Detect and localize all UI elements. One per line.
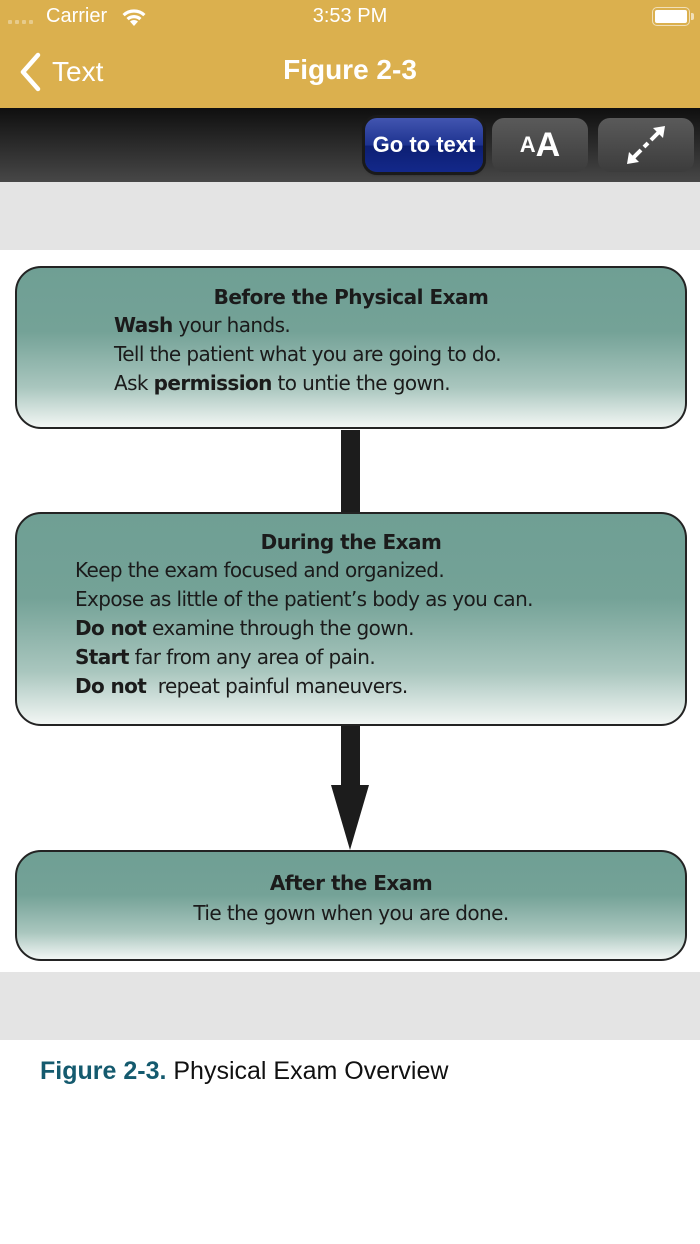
box-line: Wash your hands. <box>114 313 291 337</box>
chevron-left-icon <box>20 52 41 92</box>
box-title: After the Exam <box>269 871 433 895</box>
figure-caption: Figure 2-3. Physical Exam Overview <box>40 1057 448 1086</box>
arrow-down-icon <box>331 785 369 850</box>
font-size-small-glyph: A <box>519 132 536 157</box>
nav-bar: Text Figure 2-3 <box>0 36 700 108</box>
box-title: During the Exam <box>260 530 442 554</box>
box-line: Expose as little of the patient’s body a… <box>75 587 534 611</box>
page-title: Figure 2-3 <box>283 54 417 85</box>
figure-margin-top <box>0 182 700 250</box>
header: Carrier 3:53 PM Text Figure 2-3 <box>0 0 700 108</box>
box-line: Tell the patient what you are going to d… <box>114 342 502 366</box>
arrow-shaft <box>341 726 360 786</box>
back-button[interactable]: Text <box>18 50 103 94</box>
battery-full-icon <box>652 7 694 26</box>
signal-strength-icon <box>8 20 33 24</box>
box-line: Start far from any area of pain. <box>75 645 376 669</box>
clock: 3:53 PM <box>312 5 388 27</box>
box-line: Do not examine through the gown. <box>75 616 414 640</box>
status-bar: Carrier 3:53 PM <box>0 0 700 34</box>
font-size-large-glyph: A <box>535 125 561 164</box>
flow-box-after-exam: After the Exam Tie the gown when you are… <box>15 850 687 961</box>
wifi-icon <box>122 9 146 26</box>
flow-box-before-exam: Before the Physical Exam Wash your hands… <box>15 266 687 429</box>
figure-number: Figure 2-3. <box>40 1057 167 1085</box>
back-label: Text <box>52 56 104 87</box>
box-line: Do not repeat painful maneuvers. <box>75 674 408 698</box>
expand-arrows-icon <box>627 126 665 164</box>
caption-text: Physical Exam Overview <box>166 1057 449 1085</box>
box-line: Keep the exam focused and organized. <box>75 558 445 582</box>
figure-margin-bottom <box>0 972 700 1040</box>
carrier-label: Carrier <box>46 5 108 27</box>
box-title: Before the Physical Exam <box>213 285 489 309</box>
go-to-text-button[interactable]: Go to text <box>365 118 483 172</box>
expand-button[interactable] <box>598 118 694 172</box>
box-line: Ask permission to untie the gown. <box>114 371 451 395</box>
box-line: Tie the gown when you are done. <box>193 901 509 925</box>
flow-box-during-exam: During the Exam Keep the exam focused an… <box>15 512 687 726</box>
connector-line <box>341 430 360 512</box>
figure-flowchart[interactable]: Before the Physical Exam Wash your hands… <box>0 250 700 972</box>
